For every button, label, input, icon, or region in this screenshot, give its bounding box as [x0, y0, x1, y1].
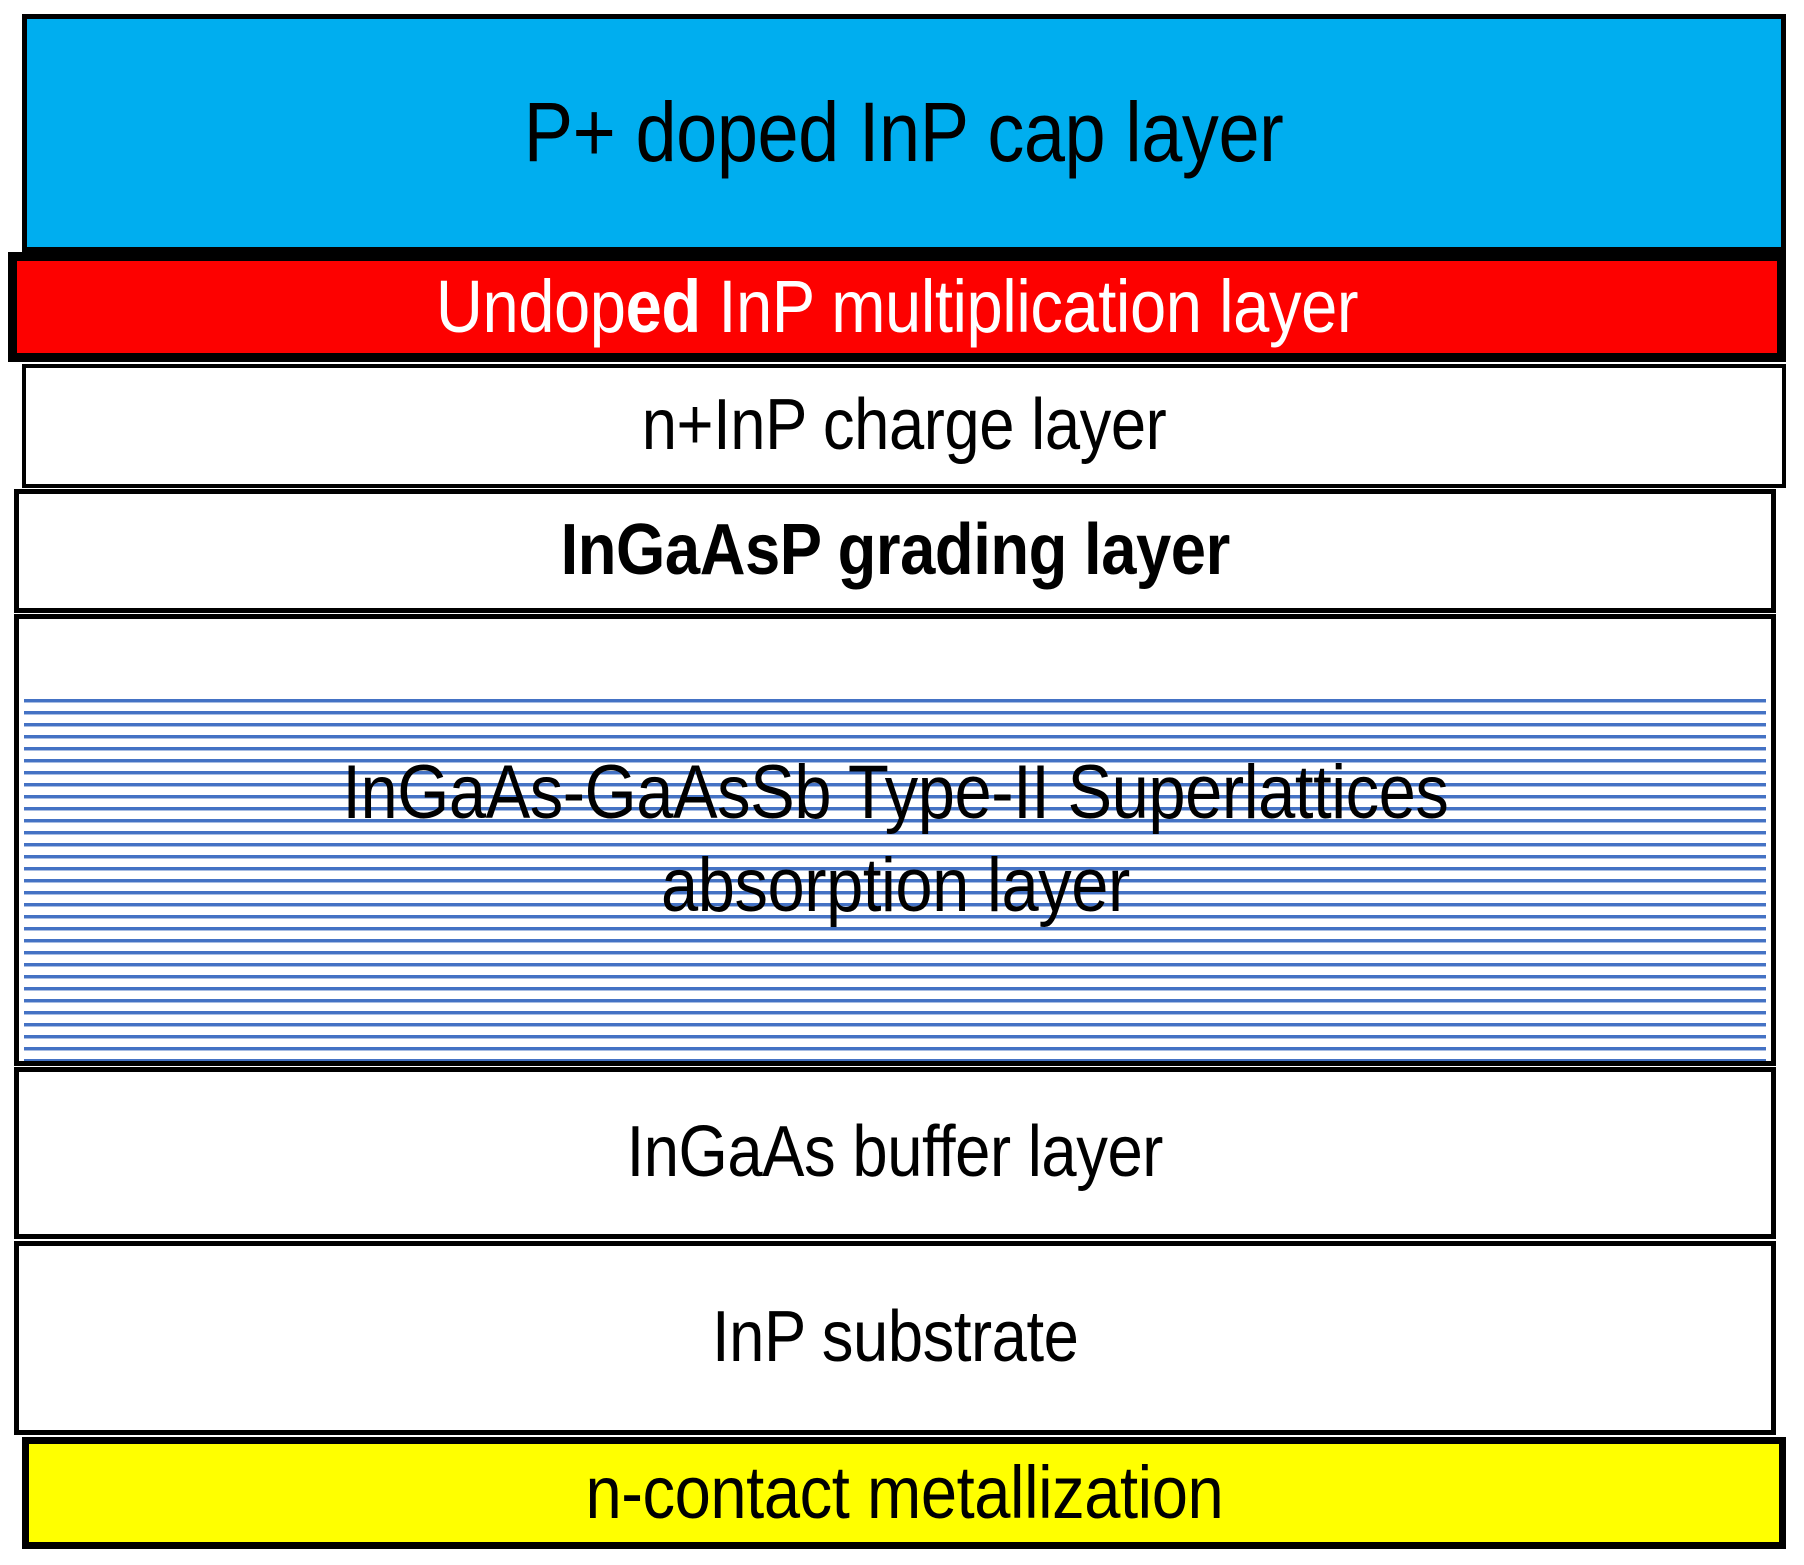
layer-label-substrate: InP substrate — [711, 1297, 1079, 1378]
layer-label-multiplication-part1: Undop — [435, 265, 626, 349]
layer-inp-substrate: InP substrate — [14, 1241, 1776, 1435]
layer-n-contact-metallization: n-contact metallization — [22, 1437, 1786, 1549]
layer-label-cap: P+ doped InP cap layer — [524, 85, 1284, 180]
layer-type-ii-superlattice-absorption: InGaAs-GaAsSb Type-II Superlattices abso… — [14, 614, 1776, 1066]
layer-label-buffer: InGaAs buffer layer — [626, 1112, 1164, 1193]
layer-ingaasp-grading: InGaAsP grading layer — [14, 489, 1776, 613]
layer-undoped-inp-multiplication: Undoped InP multiplication layer — [8, 252, 1786, 362]
layer-label-multiplication-emphasis: ed — [625, 265, 702, 349]
layer-label-grading: InGaAsP grading layer — [560, 510, 1230, 591]
layer-ingaas-buffer: InGaAs buffer layer — [14, 1067, 1776, 1239]
layer-label-ncontact: n-contact metallization — [585, 1451, 1223, 1535]
layer-n-inp-charge: n+InP charge layer — [22, 364, 1786, 488]
layer-label-multiplication-part3: InP multiplication layer — [700, 265, 1359, 349]
layer-label-multiplication: Undoped InP multiplication layer — [436, 269, 1359, 344]
superlattice-stripe-pattern — [24, 699, 1766, 1061]
layer-label-charge: n+InP charge layer — [641, 385, 1167, 466]
layer-label-superlattice: InGaAs-GaAsSb Type-II Superlattices abso… — [342, 750, 1448, 928]
layer-p-doped-inp-cap: P+ doped InP cap layer — [22, 14, 1786, 252]
